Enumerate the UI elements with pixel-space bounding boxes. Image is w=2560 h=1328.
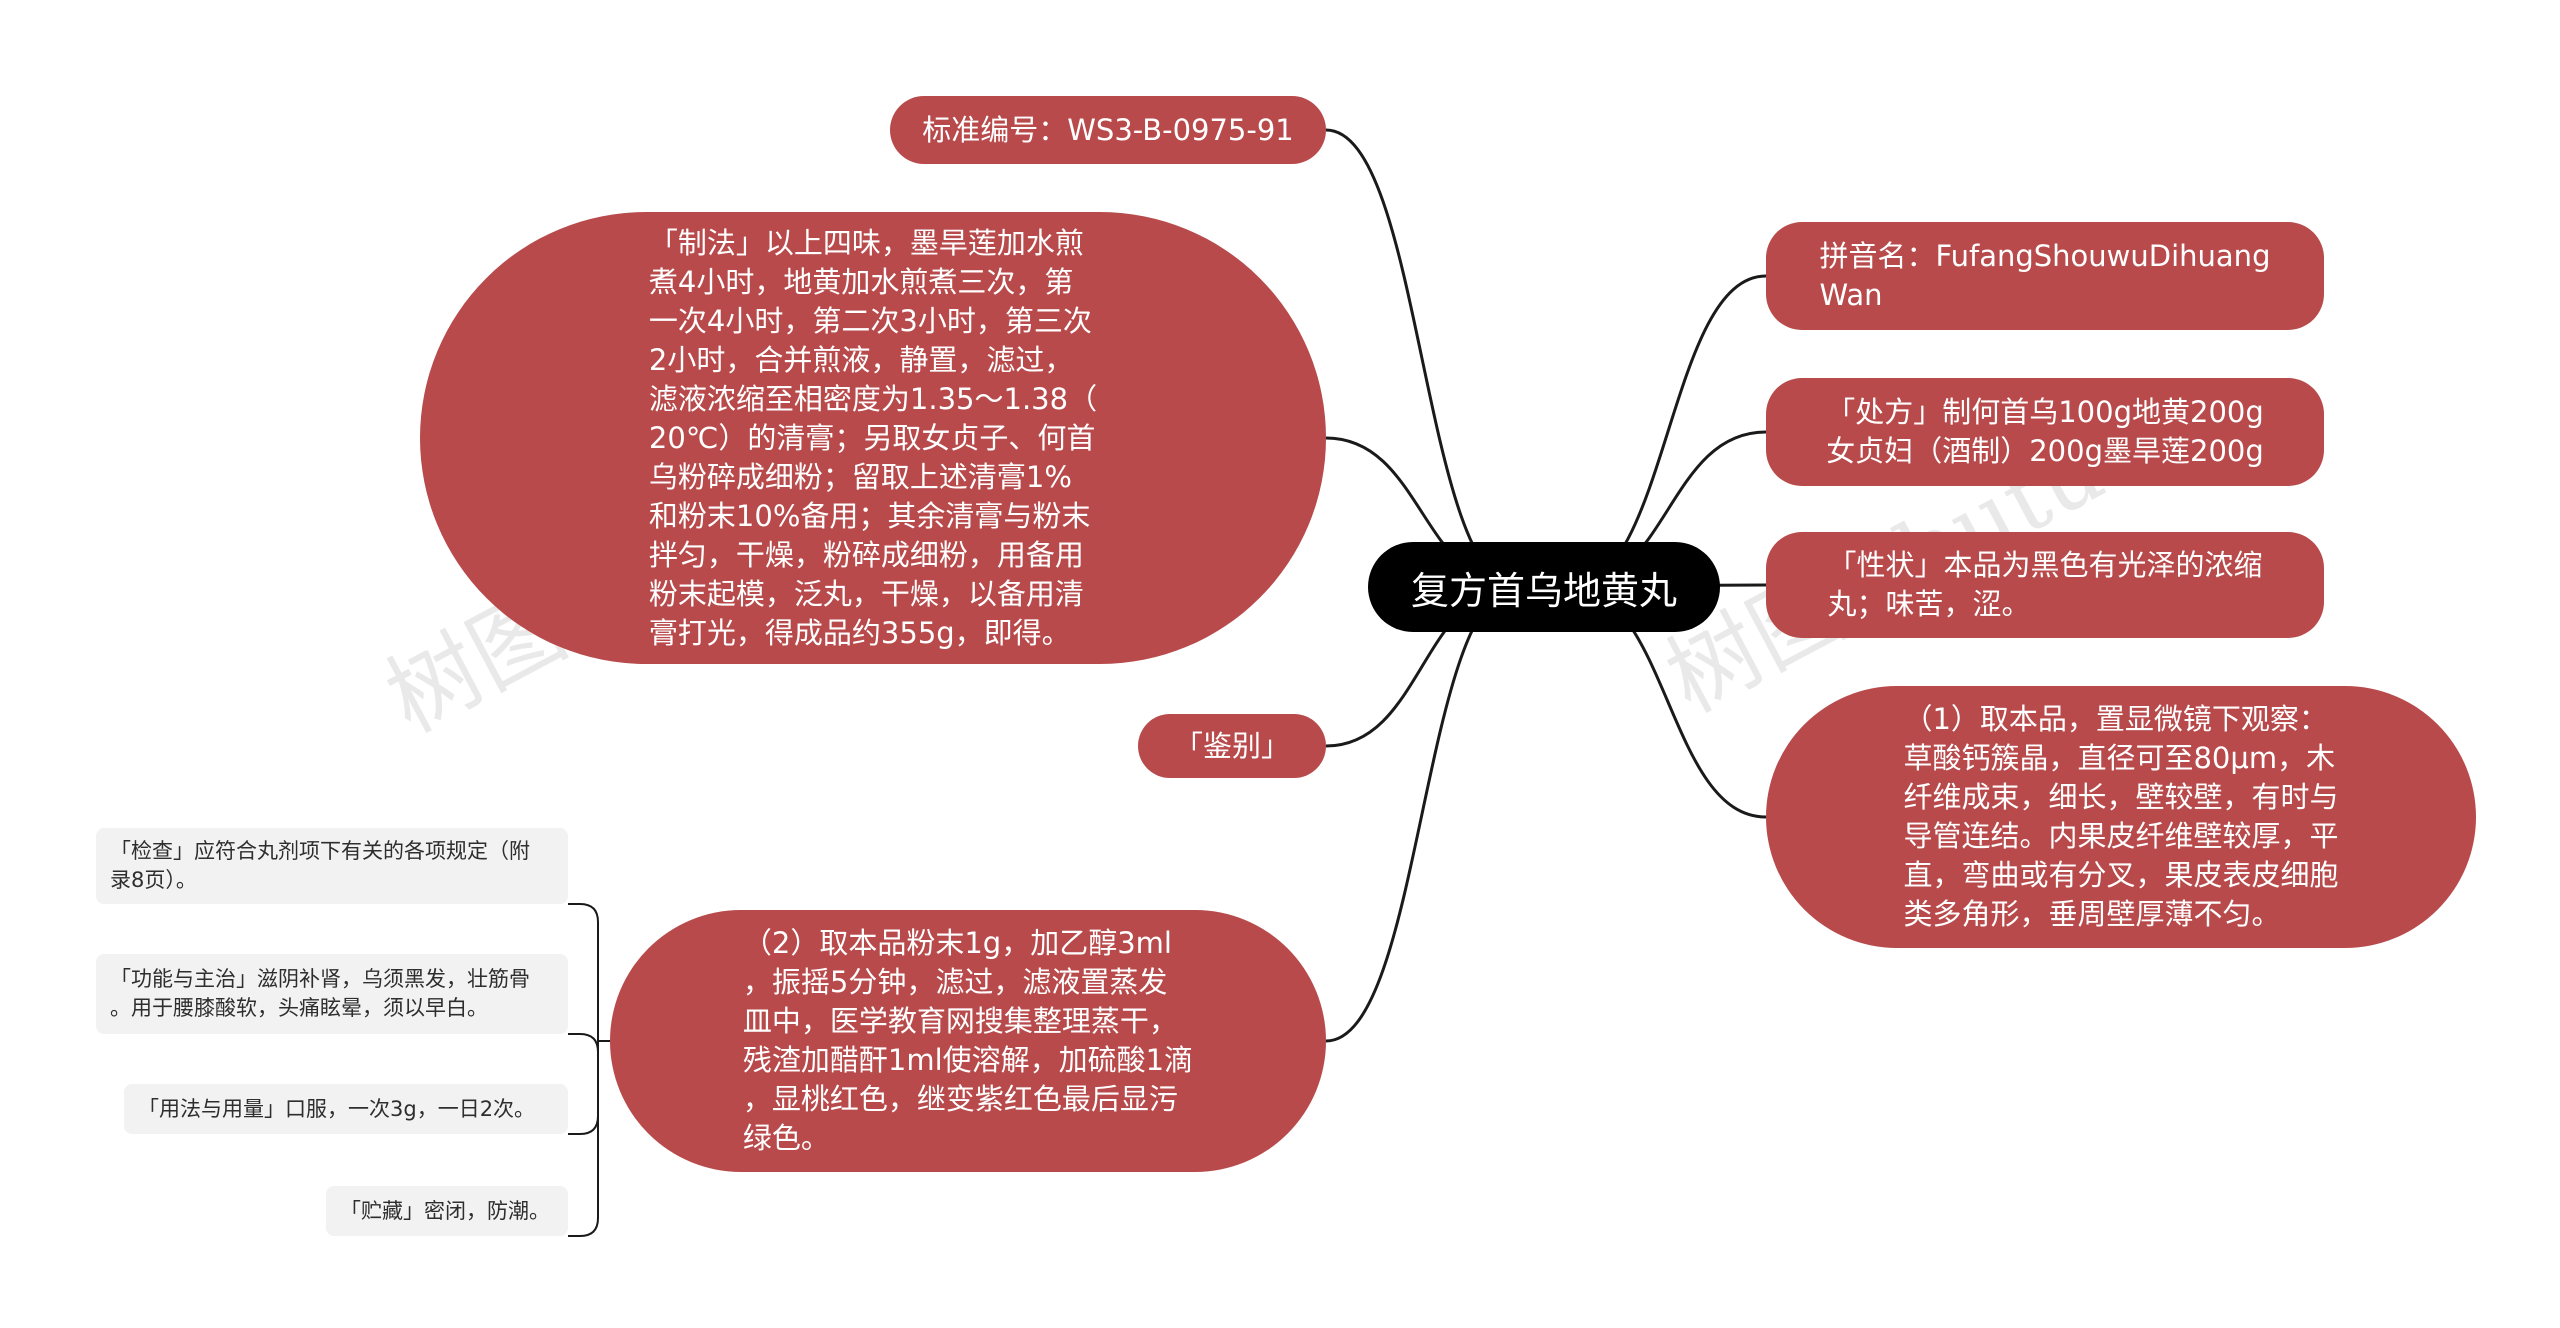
node-identification-2-text: （2）取本品粉末1g，加乙醇3ml ，振摇5分钟，滤过，滤液置蒸发 皿中，医学教… [742,926,1194,1155]
node-identification-1-text: （1）取本品，置显微镜下观察： 草酸钙簇晶，直径可至80μm，木 纤维成束，细长… [1903,702,2339,931]
link-function [568,1033,610,1053]
leaf-function-indication[interactable]: 「功能与主治」滋阴补肾，乌须黑发，壮筋骨 。用于腰膝酸软，头痛眩晕，须以早白。 [96,954,568,1034]
link-standard [1325,128,1519,589]
node-preparation-method[interactable]: 「制法」以上四味，墨旱莲加水煎 煮4小时，地黄加水煎煮三次，第 一次4小时，第二… [420,212,1326,664]
node-identification-text: 「鉴别」 [1173,728,1290,763]
leaf-usage-dosage[interactable]: 「用法与用量」口服，一次3g，一日2次。 [124,1084,568,1134]
link-identify2 [1325,585,1519,1043]
leaf-inspection[interactable]: 「检查」应符合丸剂项下有关的各项规定（附 录8页）。 [96,828,568,904]
node-characteristics[interactable]: 「性状」本品为黑色有光泽的浓缩 丸；味苦，涩。 [1766,532,2324,638]
node-identification-2[interactable]: （2）取本品粉末1g，加乙醇3ml ，振摇5分钟，滤过，滤液置蒸发 皿中，医学教… [610,910,1326,1172]
leaf-function-indication-text: 「功能与主治」滋阴补肾，乌须黑发，壮筋骨 。用于腰膝酸软，头痛眩晕，须以早白。 [110,967,530,1020]
node-standard-number[interactable]: 标准编号：WS3-B-0975-91 [890,96,1326,164]
leaf-storage-text: 「贮藏」密闭，防潮。 [340,1198,550,1223]
link-check [568,903,610,1042]
link-pinyin [1569,274,1767,589]
node-identification-1[interactable]: （1）取本品，置显微镜下观察： 草酸钙簇晶，直径可至80μm，木 纤维成束，细长… [1766,686,2476,948]
node-pinyin-name-text: 拼音名：FufangShouwuDihuang Wan [1819,239,2271,312]
center-topic[interactable]: 复方首乌地黄丸 [1368,542,1720,632]
node-prescription[interactable]: 「处方」制何首乌100g地黄200g 女贞妇（酒制）200g墨旱莲200g [1766,378,2324,486]
node-characteristics-text: 「性状」本品为黑色有光泽的浓缩 丸；味苦，涩。 [1827,548,2263,621]
leaf-inspection-text: 「检查」应符合丸剂项下有关的各项规定（附 录8页）。 [110,839,530,892]
link-usage [568,1040,610,1135]
leaf-usage-dosage-text: 「用法与用量」口服，一次3g，一日2次。 [138,1096,536,1121]
link-storage [568,1040,610,1237]
node-prescription-text: 「处方」制何首乌100g地黄200g 女贞妇（酒制）200g墨旱莲200g [1826,395,2264,468]
leaf-storage[interactable]: 「贮藏」密闭，防潮。 [326,1186,568,1236]
node-pinyin-name[interactable]: 拼音名：FufangShouwuDihuang Wan [1766,222,2324,330]
node-standard-number-text: 标准编号：WS3-B-0975-91 [922,112,1294,147]
node-preparation-method-text: 「制法」以上四味，墨旱莲加水煎 煮4小时，地黄加水煎煮三次，第 一次4小时，第二… [648,225,1098,650]
node-identification[interactable]: 「鉴别」 [1138,714,1326,778]
center-topic-label: 复方首乌地黄丸 [1410,568,1677,613]
